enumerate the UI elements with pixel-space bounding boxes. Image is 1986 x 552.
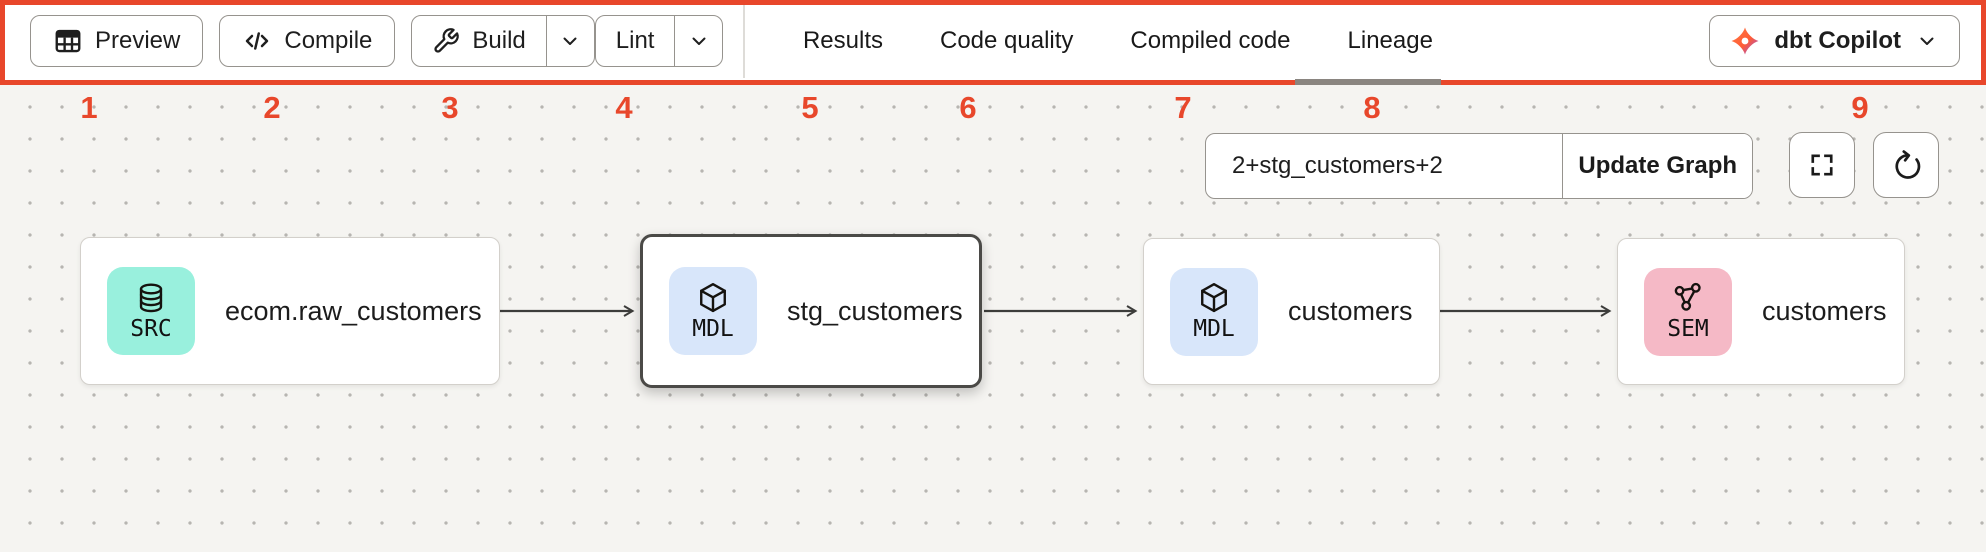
lint-split-button: Lint	[594, 14, 724, 67]
annotation-number-5: 5	[801, 90, 819, 125]
lint-button[interactable]: Lint	[596, 16, 675, 66]
table-icon	[53, 26, 83, 56]
database-icon	[133, 280, 169, 316]
source-badge: SRC	[107, 267, 195, 355]
lineage-node-customers-model[interactable]: MDL customers	[1143, 238, 1440, 385]
build-label: Build	[472, 26, 526, 54]
annotation-number-1: 1	[80, 90, 98, 125]
node-title: customers	[1762, 296, 1887, 326]
tab-results[interactable]: Results	[802, 26, 883, 54]
compile-button[interactable]: Compile	[219, 14, 396, 67]
badge-label: SRC	[130, 315, 172, 342]
node-title: customers	[1288, 296, 1413, 326]
annotation-number-3: 3	[441, 90, 459, 125]
badge-label: MDL	[692, 315, 734, 342]
semantic-badge: SEM	[1644, 267, 1732, 356]
lineage-selector-input[interactable]	[1206, 134, 1562, 198]
ide-toolbar: Preview Compile Build	[0, 0, 1986, 85]
code-icon	[242, 26, 272, 56]
copilot-label: dbt Copilot	[1774, 26, 1901, 54]
annotation-number-7: 7	[1174, 90, 1192, 125]
tab-compiled-code[interactable]: Compiled code	[1130, 26, 1291, 54]
copilot-container: dbt Copilot	[1709, 14, 1960, 67]
lint-dropdown-button[interactable]	[674, 15, 722, 66]
dbt-copilot-button[interactable]: dbt Copilot	[1709, 14, 1960, 67]
lineage-node-stg-customers[interactable]: MDL stg_customers	[640, 234, 982, 388]
build-button[interactable]: Build	[412, 16, 545, 66]
annotation-number-8: 8	[1363, 90, 1381, 125]
model-badge: MDL	[1170, 267, 1258, 356]
fullscreen-button[interactable]	[1789, 132, 1855, 198]
refresh-icon	[1890, 149, 1922, 181]
node-title: ecom.raw_customers	[225, 295, 482, 326]
chevron-down-icon	[687, 29, 711, 53]
annotation-number-4: 4	[615, 90, 633, 125]
fullscreen-icon	[1807, 150, 1837, 180]
cube-icon	[1196, 280, 1232, 316]
badge-label: SEM	[1667, 316, 1709, 343]
chevron-down-icon	[1915, 29, 1939, 53]
build-split-button: Build	[411, 14, 595, 67]
badge-label: MDL	[1193, 316, 1235, 343]
node-title: stg_customers	[787, 295, 963, 326]
chevron-down-icon	[558, 29, 582, 53]
cube-icon	[695, 280, 731, 316]
lineage-selector-group: Update Graph	[1205, 133, 1753, 199]
lineage-node-source[interactable]: SRC ecom.raw_customers	[80, 237, 500, 385]
tab-lineage[interactable]: Lineage	[1347, 26, 1433, 54]
lineage-node-customers-semantic[interactable]: SEM customers	[1617, 238, 1905, 385]
semantic-model-icon	[1670, 280, 1706, 316]
build-dropdown-button[interactable]	[545, 15, 594, 66]
dbt-logo-icon	[1730, 26, 1760, 56]
toolbar-divider	[743, 3, 745, 78]
lint-label: Lint	[615, 26, 655, 54]
model-badge: MDL	[669, 267, 757, 355]
compile-label: Compile	[284, 26, 373, 54]
refresh-button[interactable]	[1873, 132, 1939, 198]
preview-button[interactable]: Preview	[30, 14, 204, 67]
result-tabs: Results Code quality Compiled code Linea…	[803, 27, 1433, 55]
preview-label: Preview	[95, 26, 181, 54]
selector-divider	[1562, 134, 1564, 198]
annotation-number-6: 6	[959, 90, 977, 125]
annotation-number-9: 9	[1851, 90, 1869, 125]
update-graph-button[interactable]: Update Graph	[1563, 134, 1752, 198]
annotation-number-2: 2	[263, 90, 281, 125]
tab-code-quality[interactable]: Code quality	[940, 26, 1074, 54]
wrench-icon	[432, 27, 460, 55]
